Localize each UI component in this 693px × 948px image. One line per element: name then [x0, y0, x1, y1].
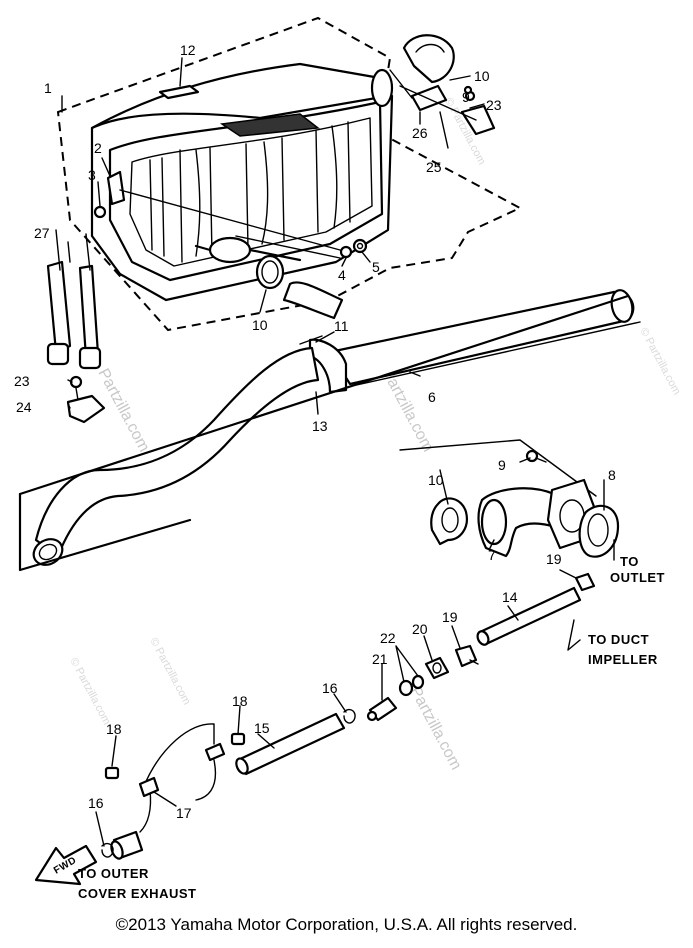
stay-part-25 — [460, 104, 496, 136]
callout-15: 15 — [254, 720, 270, 736]
callout-27: 27 — [34, 225, 50, 241]
bolt-part-3 — [93, 205, 107, 219]
callout-20: 20 — [412, 621, 428, 637]
callout-21: 21 — [372, 651, 388, 667]
assembly-boundary — [56, 16, 523, 332]
callout-10-upper: 10 — [252, 317, 268, 333]
callout-18-left: 18 — [106, 721, 122, 737]
callout-24: 24 — [16, 399, 32, 415]
hose-clamp-part-10-upper — [255, 254, 285, 290]
clip-part-16-upper — [343, 708, 356, 724]
elbow-assembly — [399, 439, 620, 592]
callout-3: 3 — [88, 167, 96, 183]
callout-8: 8 — [608, 467, 616, 483]
bracket-part-2 — [106, 170, 126, 206]
cooling-line-assembly — [101, 586, 582, 860]
muffler-ribs — [149, 121, 351, 263]
callout-5: 5 — [372, 259, 380, 275]
nut-part-5 — [352, 238, 368, 254]
fitting-part-20 — [424, 656, 450, 680]
callout-9-top: 9 — [462, 89, 470, 105]
hose-part-14 — [478, 586, 582, 646]
watermark-text: © Partzilla.com — [147, 636, 192, 707]
box-outlet-spigot — [208, 236, 252, 264]
callout-16-upper: 16 — [322, 680, 338, 696]
exhaust-hose-part-6 — [18, 289, 641, 572]
washer-part-22b — [411, 674, 425, 690]
callout-10-top: 10 — [474, 68, 490, 84]
clamp-part-19-lower — [454, 644, 478, 668]
clamp-part-10-top — [402, 34, 455, 84]
callout-26: 26 — [412, 125, 428, 141]
callout-16-lower: 16 — [88, 795, 104, 811]
rear-bracket-assembly — [389, 34, 496, 136]
muffler-top-shade — [219, 113, 320, 137]
watermark-text: © Partzilla.com — [637, 326, 682, 397]
box-rear-outlet — [370, 68, 394, 108]
copyright-notice: ©2013 Yamaha Motor Corporation, U.S.A. A… — [115, 915, 578, 934]
callout-19-lower: 19 — [442, 609, 458, 625]
callout-9-middle: 9 — [498, 457, 506, 473]
forward-arrow-icon: FWD — [34, 844, 98, 886]
callout-12: 12 — [180, 42, 196, 58]
note-to-duct: TO DUCT — [588, 632, 649, 647]
bracket-part-26 — [410, 84, 448, 112]
callout-13: 13 — [312, 418, 328, 434]
curved-hose-part-13 — [34, 346, 320, 558]
strap-part-27 — [46, 229, 102, 370]
elbow-leader-frame — [399, 439, 597, 497]
washer-part-9-top — [463, 85, 473, 95]
hose-part-17 — [143, 723, 215, 787]
note-to-outer: TO OUTER — [78, 866, 149, 881]
hose-envelope-line — [18, 294, 630, 496]
callout-2: 2 — [94, 140, 102, 156]
callout-23-left: 23 — [14, 373, 30, 389]
callout-6: 6 — [428, 389, 436, 405]
note-cover-exhaust: COVER EXHAUST — [78, 886, 196, 901]
callout-18-right: 18 — [232, 693, 248, 709]
water-lock-assembly — [56, 16, 523, 332]
callout-25: 25 — [426, 159, 442, 175]
muffler-box-top — [90, 94, 390, 130]
bolt-part-18-right — [230, 732, 246, 746]
muffler-box-inner-frame — [129, 117, 373, 267]
gasket-part-8 — [578, 504, 620, 558]
leaders — [61, 57, 605, 847]
note-outlet: OUTLET — [610, 570, 665, 585]
watermark-text: © Partzilla.com — [67, 656, 112, 727]
bolt-part-9-middle — [525, 449, 539, 463]
duct-impeller-leader — [567, 619, 581, 651]
top-cap-part-12 — [158, 84, 200, 100]
watermark-text: Partzilla.com — [378, 366, 436, 455]
callout-17: 17 — [176, 805, 192, 821]
callout-10-middle: 10 — [428, 472, 444, 488]
washer-part-22a — [398, 679, 414, 697]
callout-11: 11 — [334, 318, 349, 334]
callout-19-upper: 19 — [546, 551, 562, 567]
callout-23-top: 23 — [486, 97, 502, 113]
short-hose — [282, 281, 344, 320]
clip-part-16-lower — [101, 842, 114, 858]
clamp-part-19-upper — [574, 572, 596, 592]
watermark-text: Partzilla.com — [94, 366, 152, 455]
callout-1: 1 — [44, 80, 52, 96]
bolt-part-18-left — [104, 766, 120, 780]
callout-7: 7 — [488, 547, 496, 563]
callout-14: 14 — [502, 589, 518, 605]
mount-plate-part-24 — [66, 375, 106, 424]
note-impeller: IMPELLER — [588, 652, 658, 667]
washer-part-4 — [339, 245, 353, 259]
hose-clamp-part-10-middle — [430, 497, 468, 546]
note-to: TO — [620, 554, 639, 569]
watermark-text: Partzilla.com — [406, 684, 464, 773]
callout-4: 4 — [338, 267, 346, 283]
callout-22: 22 — [380, 630, 396, 646]
